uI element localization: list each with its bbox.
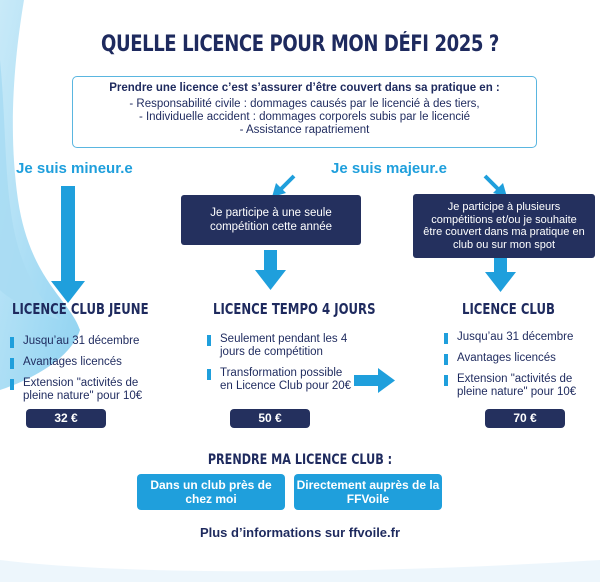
insurance-item: - Assistance rapatriement <box>239 124 370 136</box>
single-competition-box: Je participe à une seule compétition cet… <box>181 195 361 245</box>
arrow-down-tempo-icon <box>255 250 286 290</box>
feature-item: Extension "activités de pleine nature" p… <box>10 377 170 403</box>
arrow-down-minor-icon <box>51 186 85 303</box>
arrow-right-icon <box>354 368 395 393</box>
licence-club-features: Jusqu’au 31 décembre Avantages licencés … <box>444 331 594 407</box>
insurance-item: - Individuelle accident : dommages corpo… <box>138 111 471 123</box>
page-title: QUELLE LICENCE POUR MON DÉFI 2025 ? <box>101 32 499 57</box>
feature-item: Seulement pendant les 4 jours de compéti… <box>207 333 357 359</box>
licence-club-jeune-features: Jusqu’au 31 décembre Avantages licencés … <box>10 335 170 411</box>
licence-tempo-title: LICENCE TEMPO 4 JOURS <box>213 300 376 318</box>
arrow-diagonal-left-icon <box>272 174 296 197</box>
arrow-diagonal-right-icon <box>483 174 507 197</box>
insurance-info-box: Prendre une licence c’est s’assurer d’êt… <box>72 76 537 148</box>
insurance-item: - Responsabilité civile : dommages causé… <box>129 98 480 110</box>
arrow-down-club-icon <box>485 258 516 292</box>
licence-club-jeune-title: LICENCE CLUB JEUNE <box>12 300 149 318</box>
feature-item: Avantages licencés <box>10 356 170 369</box>
multi-competition-box: Je participe à plusieurs compétitions et… <box>413 194 595 258</box>
price-badge: 50 € <box>230 409 310 428</box>
price-badge: 70 € <box>485 409 565 428</box>
insurance-lead: Prendre une licence c’est s’assurer d’êt… <box>109 82 500 94</box>
feature-item: Jusqu’au 31 décembre <box>10 335 170 348</box>
feature-item: Extension "activités de pleine nature" p… <box>444 373 594 399</box>
minor-label: Je suis mineur.e <box>16 160 133 177</box>
licence-club-title: LICENCE CLUB <box>462 300 555 318</box>
licence-tempo-features: Seulement pendant les 4 jours de compéti… <box>207 333 357 401</box>
more-info-link[interactable]: Plus d’informations sur ffvoile.fr <box>199 525 401 540</box>
feature-item: Jusqu’au 31 décembre <box>444 331 594 344</box>
ffvoile-direct-button[interactable]: Directement auprès de la FFVoile <box>294 474 442 510</box>
club-near-me-button[interactable]: Dans un club près de chez moi <box>137 474 285 510</box>
major-label: Je suis majeur.e <box>331 160 447 177</box>
feature-item: Avantages licencés <box>444 352 594 365</box>
cta-title: PRENDRE MA LICENCE CLUB : <box>207 452 393 468</box>
feature-item: Transformation possible en Licence Club … <box>207 367 357 393</box>
price-badge: 32 € <box>26 409 106 428</box>
